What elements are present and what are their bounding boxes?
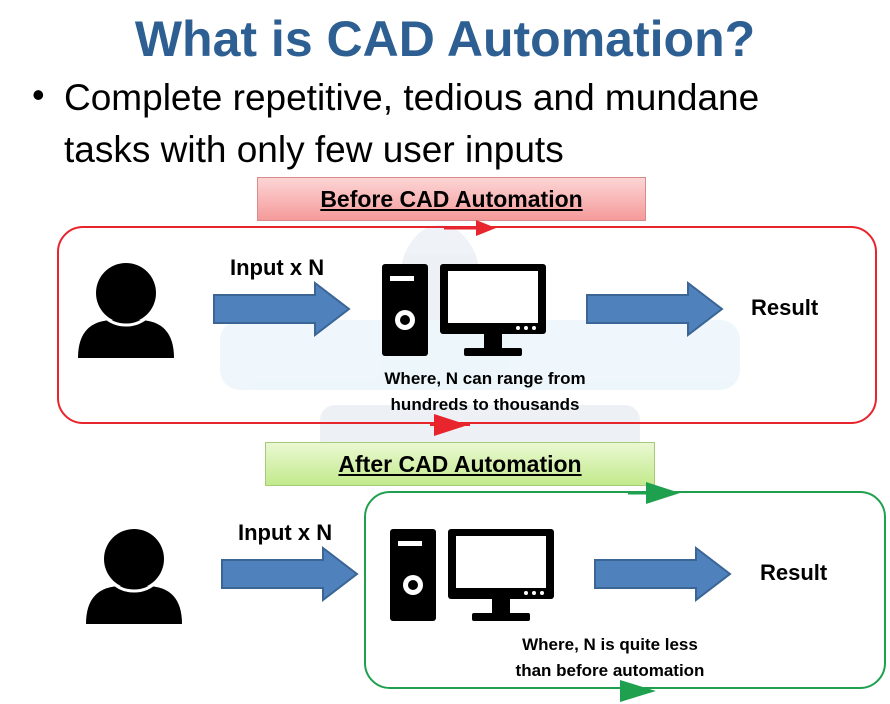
after-note-line-2: than before automation (515, 661, 705, 680)
before-top-arrow-marker-icon (444, 220, 496, 236)
after-banner: After CAD Automation (265, 442, 655, 486)
before-result-arrow-icon (586, 280, 724, 338)
desktop-computer-icon (382, 264, 546, 356)
bullet-line-2: tasks with only few user inputs (64, 129, 564, 170)
before-note-line-2: hundreds to thousands (390, 395, 580, 414)
before-bottom-arrow-marker-icon (430, 414, 470, 436)
desktop-computer-icon (390, 529, 554, 621)
before-input-label: Input x N (230, 255, 325, 280)
after-input-label: Input x N (238, 520, 333, 545)
page-title: What is CAD Automation? (134, 11, 756, 67)
before-banner: Before CAD Automation (257, 177, 646, 221)
after-note: Where, N is quite less than before autom… (460, 632, 760, 684)
bullet-point-icon: • (32, 74, 45, 115)
after-bottom-arrow-marker-icon (620, 680, 656, 702)
after-top-arrow-marker-icon (628, 482, 680, 504)
after-result-label: Result (760, 560, 828, 585)
before-result-label: Result (751, 295, 819, 320)
before-note: Where, N can range from hundreds to thou… (330, 366, 640, 418)
bullet-text: Complete repetitive, tedious and mundane… (64, 72, 864, 176)
user-icon (78, 259, 174, 358)
after-result-arrow-icon (594, 545, 732, 603)
after-note-line-1: Where, N is quite less (522, 635, 698, 654)
user-icon (86, 525, 182, 624)
bullet-line-1: Complete repetitive, tedious and mundane (64, 77, 760, 118)
after-input-arrow-icon (221, 545, 359, 603)
before-input-arrow-icon (213, 280, 351, 338)
before-note-line-1: Where, N can range from (384, 369, 586, 388)
